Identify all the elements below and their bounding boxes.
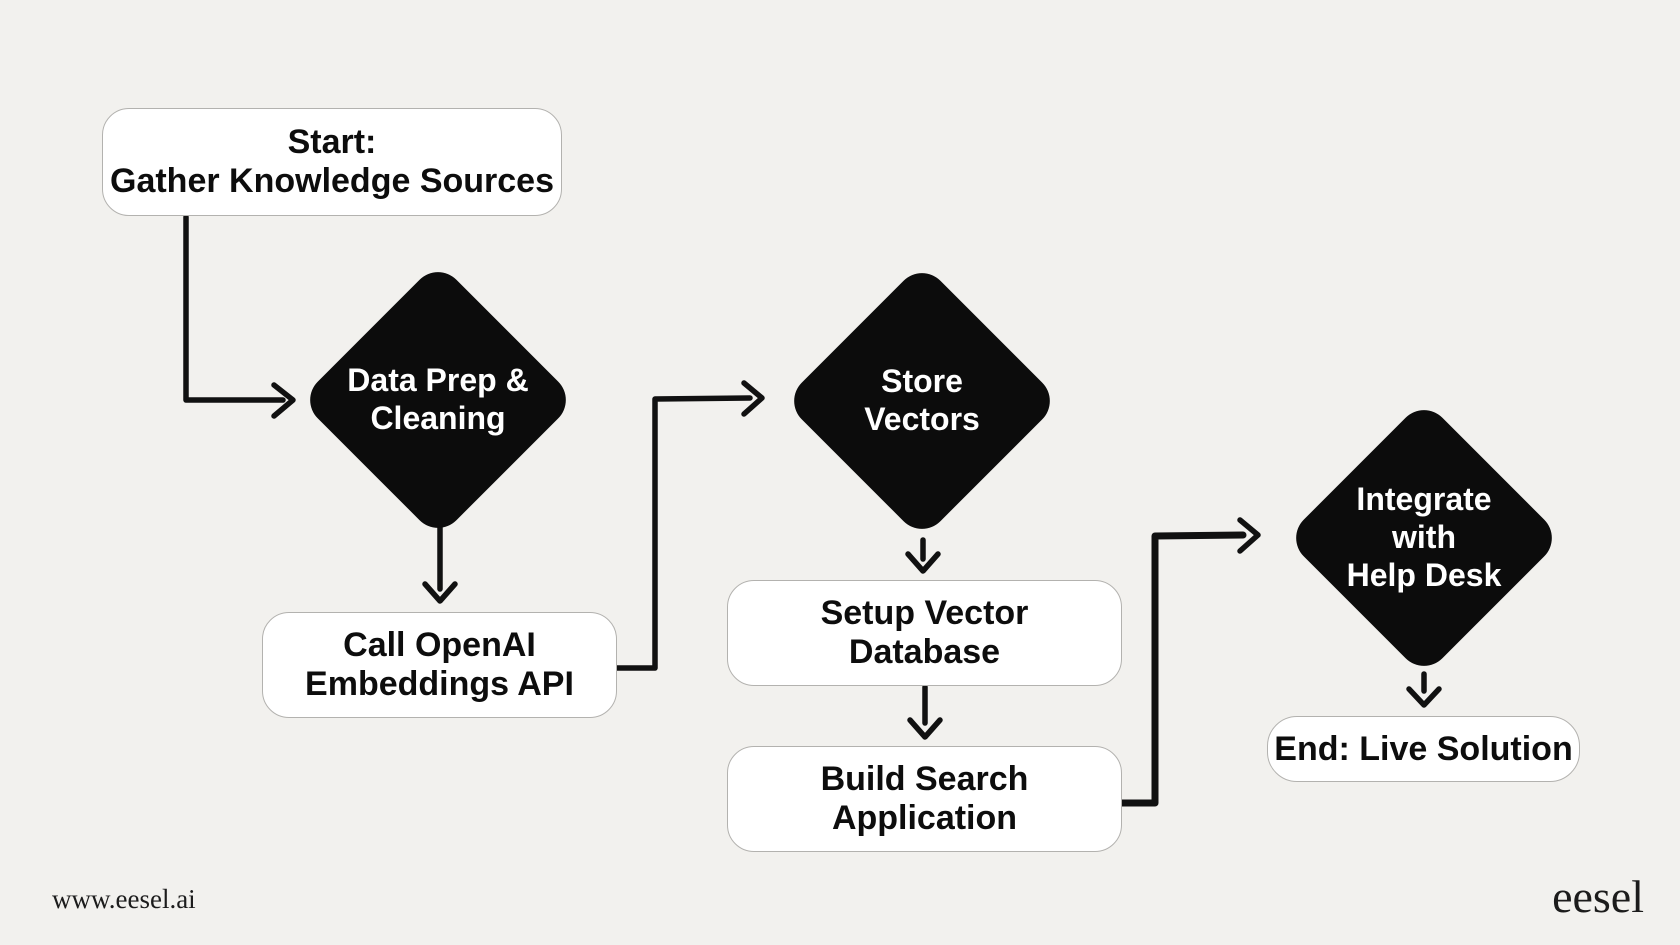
eesel-logo: eesel bbox=[1552, 871, 1644, 922]
node-integrate-help-desk: Integrate with Help Desk bbox=[1285, 399, 1563, 677]
website-url: www.eesel.ai bbox=[52, 884, 196, 914]
node-store-vectors-label: Store Vectors bbox=[864, 363, 980, 437]
node-data-prep-label: Data Prep & Cleaning bbox=[347, 362, 529, 436]
arrowhead-down-icon bbox=[1406, 686, 1442, 708]
node-start: Start: Gather Knowledge Sources bbox=[102, 108, 562, 216]
node-end: End: Live Solution bbox=[1267, 716, 1580, 782]
edge-setup-db-to-build-search bbox=[907, 684, 943, 740]
node-end-label: End: Live Solution bbox=[1274, 729, 1573, 768]
edge-store-vectors-to-setup-db bbox=[905, 537, 941, 574]
edge-call-openai-to-store-vectors bbox=[613, 380, 765, 671]
node-store-vectors: Store Vectors bbox=[783, 262, 1061, 540]
edge-start-to-data-prep bbox=[183, 214, 296, 419]
node-data-prep: Data Prep & Cleaning bbox=[299, 261, 577, 539]
node-call-openai-label: Call OpenAI Embeddings API bbox=[305, 626, 574, 703]
node-start-label: Start: Gather Knowledge Sources bbox=[110, 123, 554, 200]
edge-integrate-to-end bbox=[1406, 671, 1442, 708]
node-build-search-application: Build Search Application bbox=[727, 746, 1122, 852]
arrowhead-down-icon bbox=[422, 581, 458, 604]
node-call-openai: Call OpenAI Embeddings API bbox=[262, 612, 617, 718]
arrowhead-right-icon bbox=[1237, 517, 1261, 554]
arrowhead-right-icon bbox=[741, 380, 765, 417]
arrowhead-down-icon bbox=[907, 717, 943, 740]
node-integrate-help-desk-label: Integrate with Help Desk bbox=[1346, 481, 1502, 593]
arrowhead-down-icon bbox=[905, 551, 941, 574]
node-setup-vector-database: Setup Vector Database bbox=[727, 580, 1122, 686]
node-setup-vector-database-label: Setup Vector Database bbox=[820, 594, 1029, 671]
arrowhead-right-icon bbox=[271, 382, 296, 419]
edge-build-search-to-integrate bbox=[1117, 517, 1261, 807]
edge-data-prep-to-call-openai bbox=[422, 517, 458, 604]
node-build-search-application-label: Build Search Application bbox=[820, 760, 1029, 837]
